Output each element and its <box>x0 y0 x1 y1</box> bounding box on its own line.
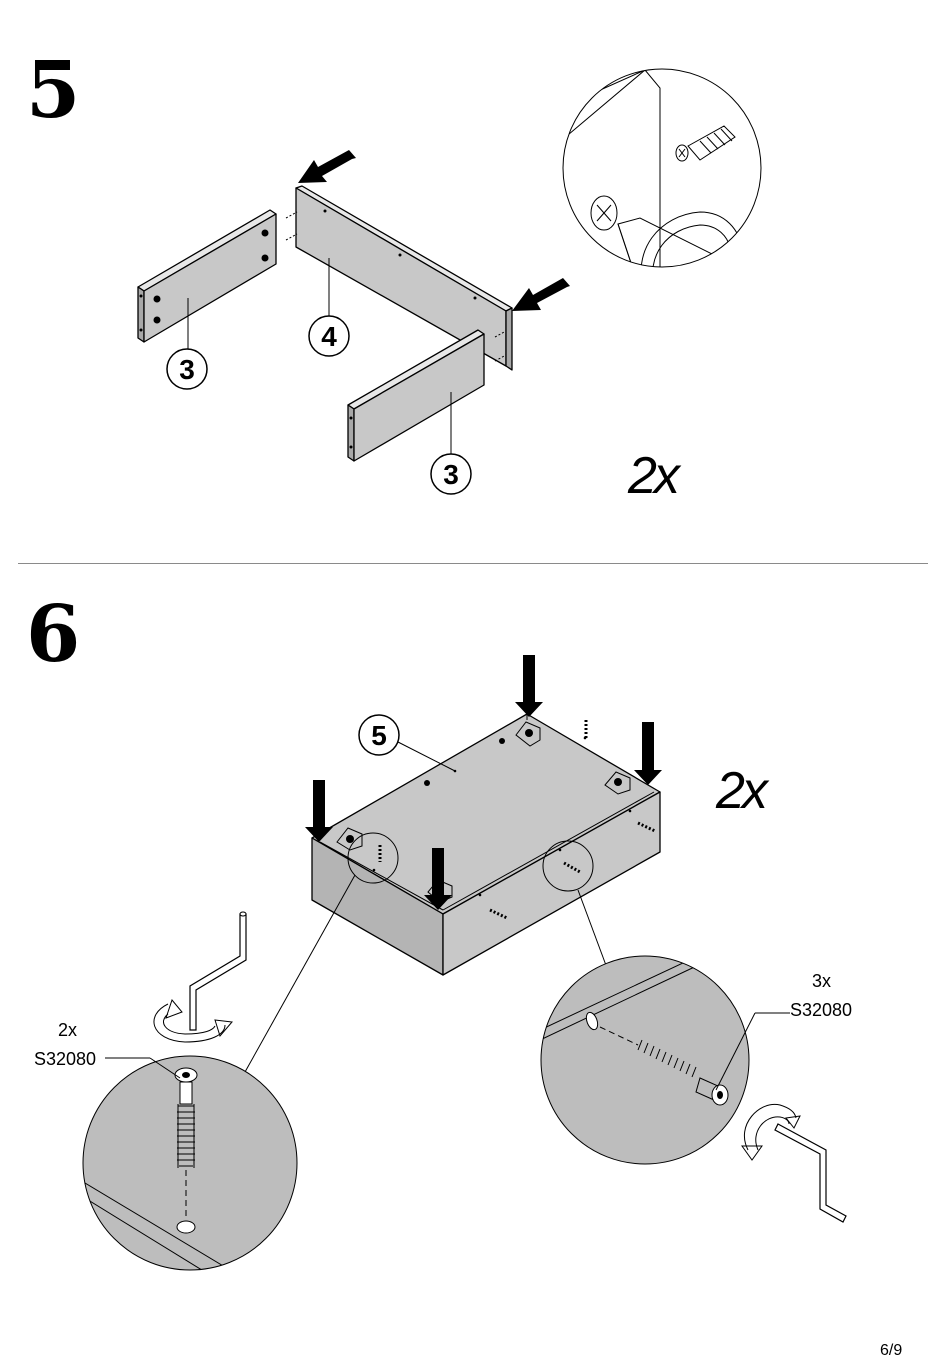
arrow-down-icon <box>424 848 452 910</box>
cabinet-bottom-assembly <box>312 714 660 975</box>
foot-icon <box>337 828 362 850</box>
step-divider <box>18 563 928 564</box>
rotate-icon <box>154 1000 232 1042</box>
arrow-down-icon <box>634 722 662 785</box>
foot-icon <box>428 880 452 902</box>
arrow-icon <box>512 278 570 311</box>
panel-3-left <box>138 210 276 342</box>
rotate-icon <box>742 1104 800 1160</box>
part-label-circle <box>359 715 399 755</box>
part-label: 5 <box>371 720 387 751</box>
screw-icon <box>175 1068 197 1168</box>
left-callout-quantity: 2x <box>58 1021 77 1039</box>
screw-detail-left <box>80 1056 297 1275</box>
screw-icon <box>638 1040 728 1105</box>
step-5-illustration: 3 4 3 <box>0 0 950 560</box>
step-5-multiplier: 2x <box>628 450 677 502</box>
left-callout-part-code: S32080 <box>34 1050 96 1068</box>
screwdriver-detail <box>560 69 768 326</box>
step-6-number: 6 <box>26 596 78 674</box>
arrow-down-icon <box>305 780 333 842</box>
right-callout-part-code: S32080 <box>790 1001 852 1019</box>
foot-icon <box>605 772 630 794</box>
allen-key-icon <box>190 912 246 1030</box>
part-label: 4 <box>321 321 337 352</box>
allen-key-icon <box>775 1124 846 1222</box>
step-6-multiplier: 2x <box>716 765 765 817</box>
arrow-down-icon <box>515 655 543 717</box>
page-number: 6/9 <box>880 1342 902 1360</box>
foot-icon <box>516 722 540 746</box>
part-label: 3 <box>443 459 459 490</box>
screw-detail-right <box>540 955 749 1164</box>
panel-3-front <box>348 330 484 461</box>
arrow-icon <box>298 150 356 183</box>
part-label: 3 <box>179 354 195 385</box>
right-callout-quantity: 3x <box>812 972 831 990</box>
